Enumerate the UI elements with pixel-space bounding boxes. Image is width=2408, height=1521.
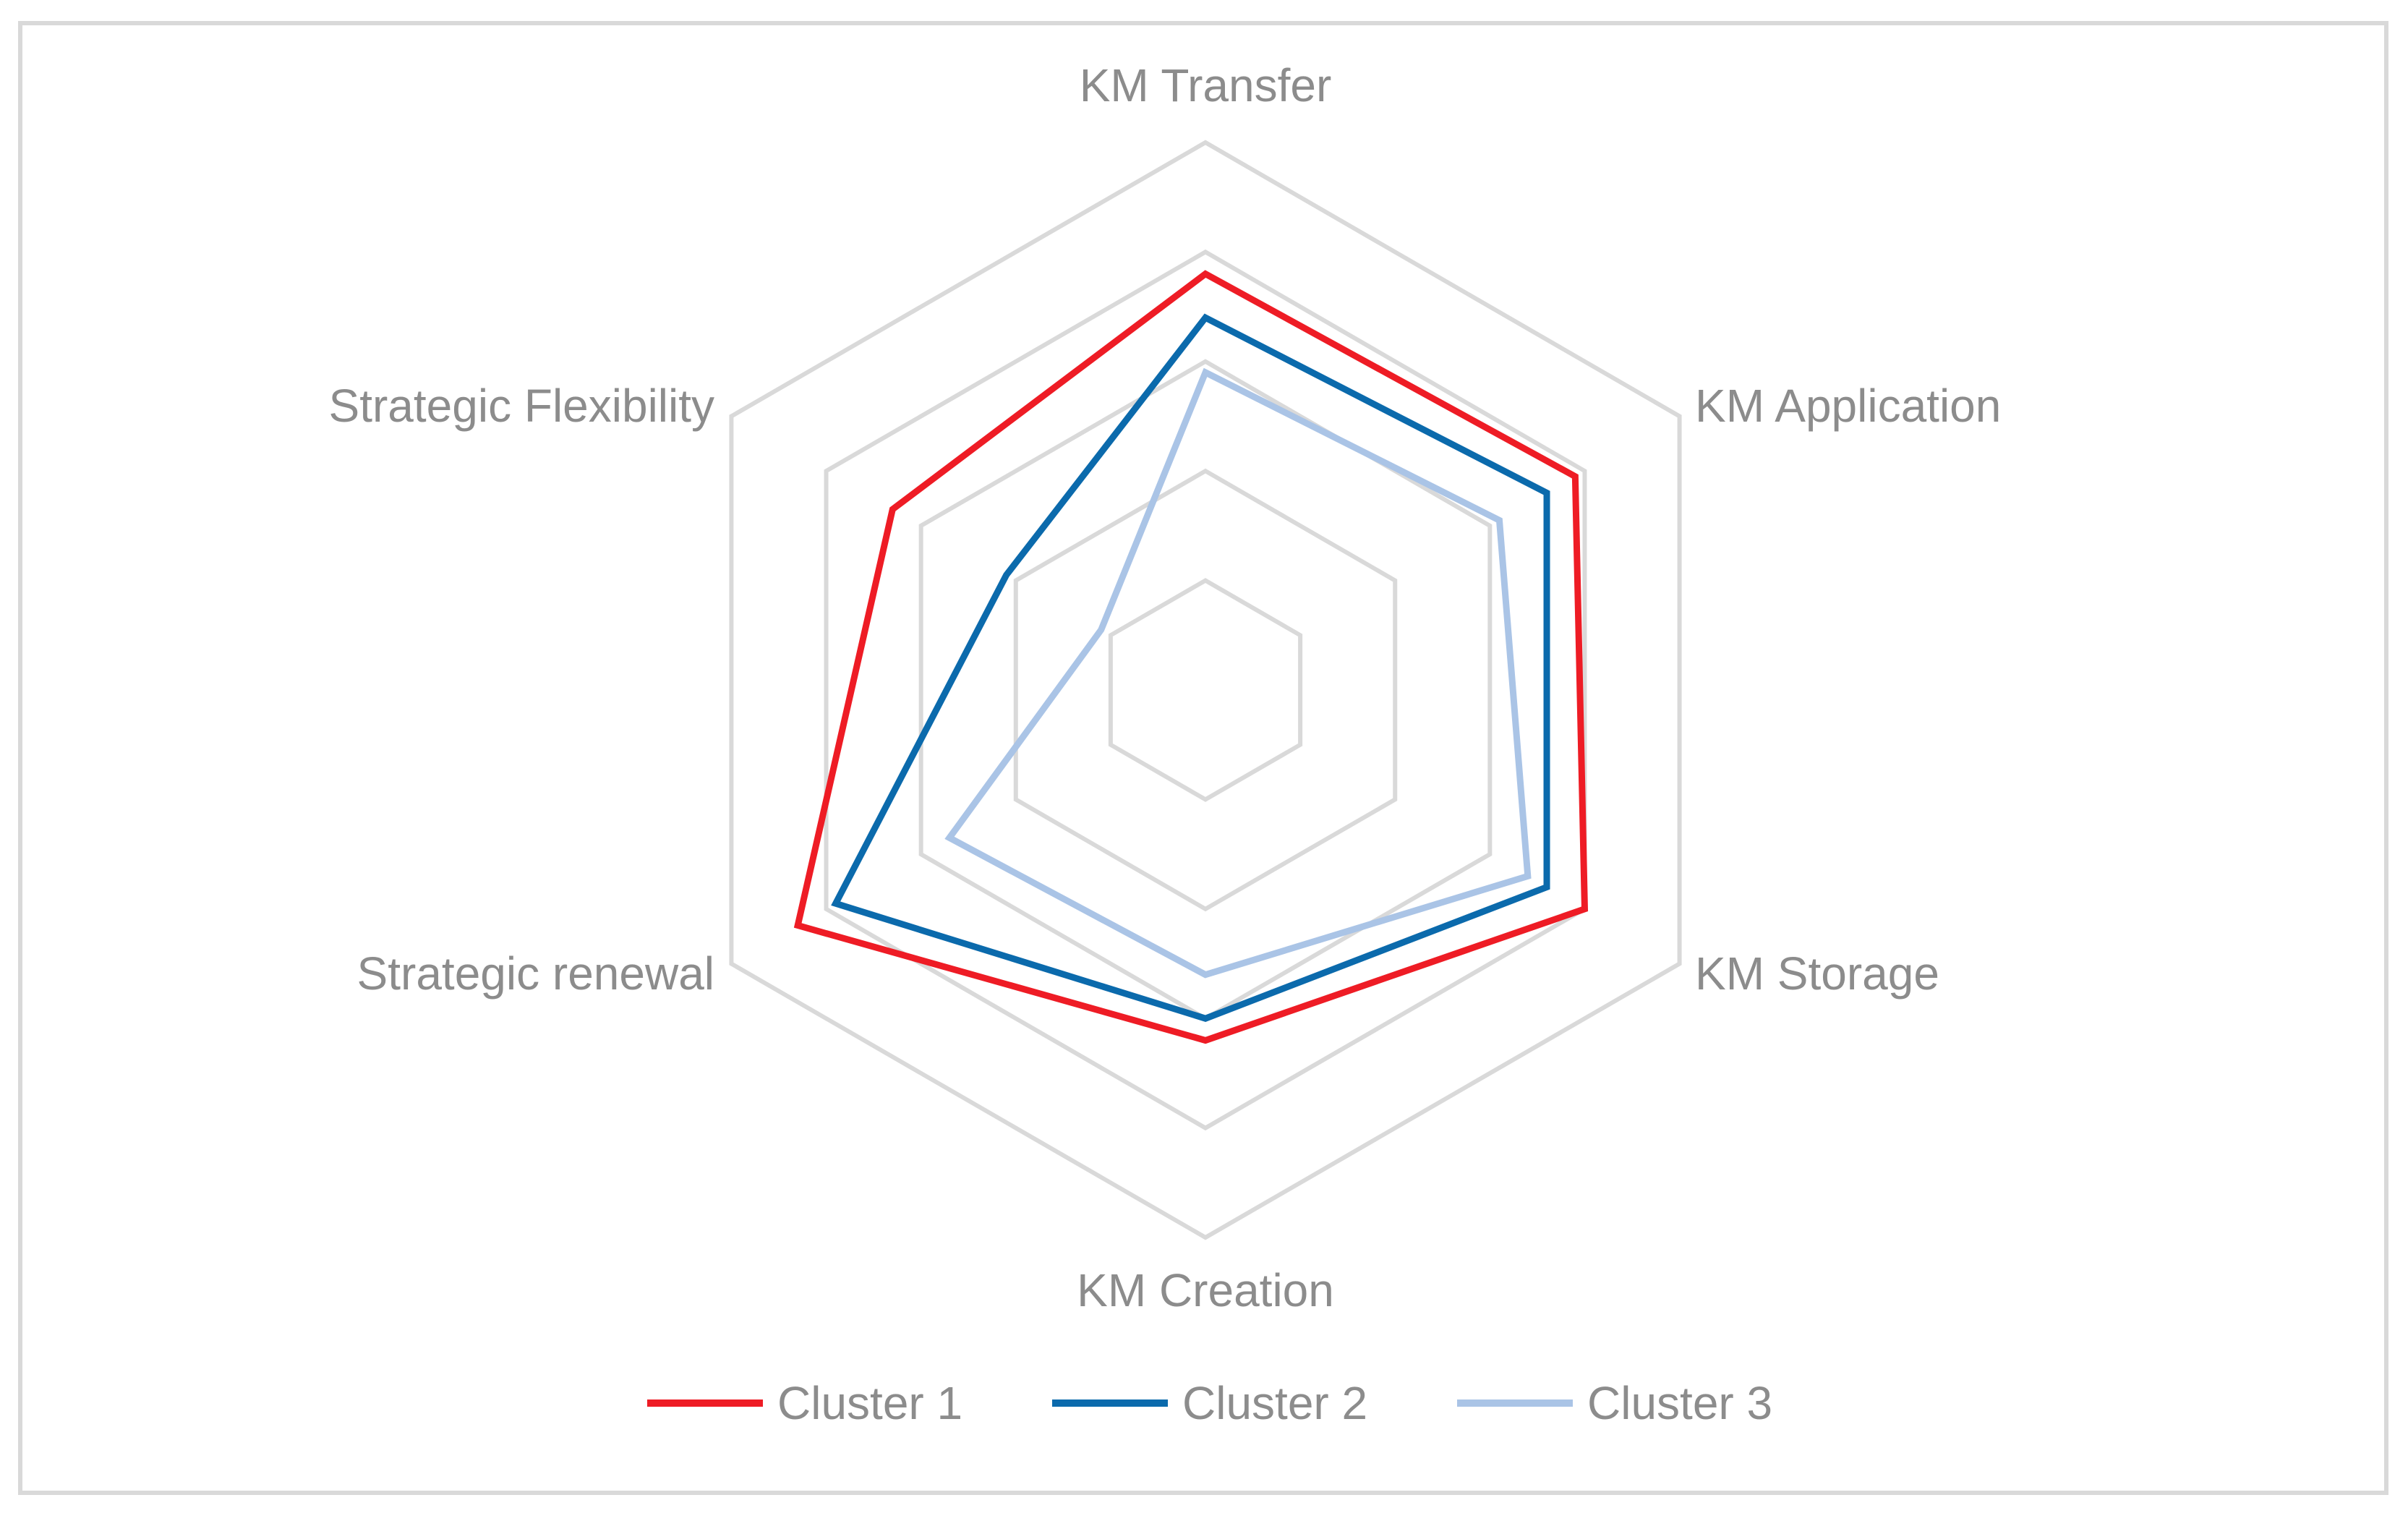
legend-label-cluster-1: Cluster 1 bbox=[777, 1377, 962, 1429]
grid-layer bbox=[729, 140, 1682, 1240]
axis-label-2: KM Storage bbox=[1695, 947, 1939, 1000]
legend: Cluster 1 Cluster 2 Cluster 3 bbox=[647, 1377, 1772, 1429]
axis-label-3: KM Creation bbox=[1077, 1264, 1334, 1316]
series-layer bbox=[793, 270, 1589, 1044]
legend-label-cluster-3: Cluster 3 bbox=[1587, 1377, 1772, 1429]
axis-label-4: Strategic renewal bbox=[357, 947, 714, 1000]
legend-label-cluster-2: Cluster 2 bbox=[1182, 1377, 1367, 1429]
grid-ring-2 bbox=[1013, 468, 1398, 912]
grid-ring-5 bbox=[729, 140, 1682, 1240]
series-line-cluster-1 bbox=[793, 270, 1589, 1044]
grid-ring-1 bbox=[1108, 578, 1303, 802]
axis-label-layer: KM Transfer KM Application KM Storage KM Cr… bbox=[329, 59, 2002, 1316]
chart-border bbox=[18, 21, 2388, 1495]
axis-label-5: Strategic Flexibility bbox=[329, 380, 715, 432]
axis-label-1: KM Application bbox=[1695, 380, 2001, 432]
axis-label-0: KM Transfer bbox=[1080, 59, 1332, 111]
series-line-cluster-3 bbox=[944, 367, 1532, 979]
grid-ring-4 bbox=[824, 249, 1587, 1131]
series-line-cluster-2 bbox=[831, 313, 1550, 1022]
